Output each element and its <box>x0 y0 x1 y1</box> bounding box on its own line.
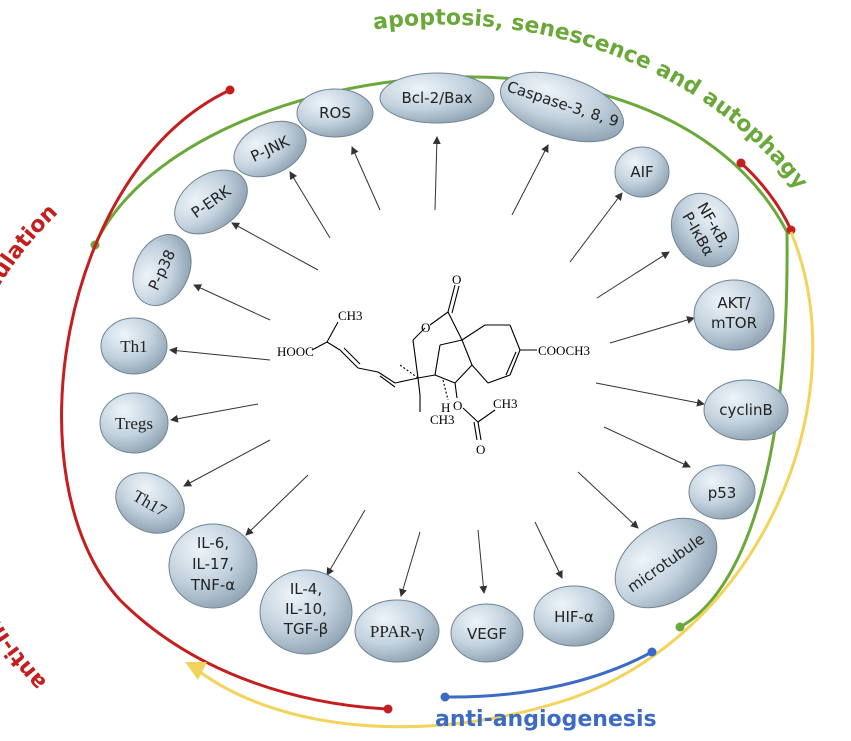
arrow-th1 <box>169 346 271 361</box>
molecule-o-carbonyl: O <box>476 442 485 457</box>
node-cyclinb-label: cyclinB <box>719 401 773 419</box>
blue-arc-start-dot <box>440 692 450 702</box>
node-akt-label-2: mTOR <box>711 314 757 332</box>
yellow-arc-arrowhead <box>185 662 207 680</box>
node-il6-label-2: IL-17, <box>192 555 234 573</box>
green-arc <box>93 75 789 629</box>
node-ros: ROS <box>296 88 374 138</box>
node-tregs: Tregs <box>99 392 169 454</box>
node-ppar: PPAR-γ <box>354 599 440 663</box>
arrow-pp38 <box>193 284 271 321</box>
yellow-arc <box>199 231 815 729</box>
arrow-microtubule <box>577 471 639 529</box>
arrow-th17 <box>183 439 271 487</box>
arrow-il4 <box>326 509 366 576</box>
central-molecule <box>311 284 537 441</box>
node-pp38: P-p38 <box>132 234 192 306</box>
node-vegf: VEGF <box>450 603 524 663</box>
node-il6-label-1: IL-6, <box>197 534 229 552</box>
red-arc-small <box>739 161 793 231</box>
node-aif-label: AIF <box>630 163 653 181</box>
node-hif: HIF-α <box>533 585 615 647</box>
red-arc-end-dot <box>383 704 393 714</box>
node-hif-label: HIF-α <box>554 608 594 626</box>
arrow-pjnk <box>289 171 331 239</box>
node-il6: IL-6, IL-17, TNF-α <box>168 523 258 609</box>
arrow-hif <box>534 521 563 579</box>
node-aif: AIF <box>614 146 670 198</box>
inflammation-label: anti-inflammation and immunomodulation <box>0 200 63 695</box>
node-p53: p53 <box>688 464 756 520</box>
blue-arc <box>444 650 653 699</box>
arrow-akt <box>609 316 695 344</box>
node-th1: Th1 <box>100 317 168 375</box>
node-caspase: Caspase-3, 8, 9 <box>499 71 625 143</box>
red-arc-small-start-dot <box>736 158 746 168</box>
node-perk: P-ERK <box>174 169 248 235</box>
red-arc <box>60 88 389 711</box>
node-vegf-label: VEGF <box>467 625 507 643</box>
red-arc-small-end-dot <box>786 225 796 235</box>
arrow-cyclinb <box>595 382 705 407</box>
node-il4-label-1: IL-4, <box>290 580 322 598</box>
node-nfkb: NF-κB, P-IκBα <box>670 192 740 268</box>
arrow-ppar <box>399 531 421 597</box>
node-tregs-label: Tregs <box>115 414 153 433</box>
molecule-h: H <box>441 400 450 415</box>
node-p53-label: p53 <box>708 484 737 502</box>
arrow-perk <box>231 222 319 271</box>
molecule-ch3-acetyl: CH3 <box>493 396 518 411</box>
node-il4-label-3: TGF-β <box>283 620 328 638</box>
molecule-cooch3: COOCH3 <box>538 343 590 358</box>
node-il6-label-3: TNF-α <box>190 576 235 594</box>
arrow-nfkb <box>596 251 670 299</box>
node-bcl2-bax: Bcl-2/Bax <box>379 72 495 124</box>
molecule-labels: CH3 HOOC COOCH3 O O O O CH3 H CH3 <box>277 272 590 457</box>
pathway-arcs <box>60 75 815 729</box>
molecule-o-top: O <box>452 272 461 287</box>
node-th17: Th17 <box>115 472 185 534</box>
arrow-caspase <box>511 144 549 216</box>
arrow-aif <box>569 192 623 263</box>
node-th1-label: Th1 <box>120 337 147 356</box>
node-il4: IL-4, IL-10, TGF-β <box>259 569 353 655</box>
arrow-bcl2-bax <box>432 136 441 211</box>
blue-arc-end-dot <box>647 647 657 657</box>
molecule-ch3-bottom: CH3 <box>430 412 455 427</box>
arrow-il6 <box>245 474 309 536</box>
arrow-p53 <box>603 426 691 468</box>
node-akt: AKT/ mTOR <box>693 279 775 351</box>
node-bcl2-bax-label: Bcl-2/Bax <box>401 89 472 107</box>
node-ppar-label: PPAR-γ <box>370 622 425 641</box>
molecule-ch3-top: CH3 <box>338 308 363 323</box>
molecule-o-acetate: O <box>453 398 462 413</box>
node-il4-label-2: IL-10, <box>285 600 327 618</box>
node-akt-label-1: AKT/ <box>717 294 751 312</box>
arrow-vegf <box>477 529 488 594</box>
red-arc-start-dot <box>225 85 235 95</box>
molecule-o-ring: O <box>421 320 430 335</box>
nodes: ROS Bcl-2/Bax Caspase-3, 8, 9 AIF NF-κB,… <box>99 71 789 663</box>
green-arc-end-dot <box>675 622 685 632</box>
angiogenesis-label: anti-angiogenesis <box>435 707 657 732</box>
node-microtubule: microtubule <box>614 517 718 609</box>
node-cyclinb: cyclinB <box>703 379 789 441</box>
arrow-tregs <box>170 403 259 423</box>
node-pjnk: P-JNK <box>233 120 307 178</box>
arrows <box>169 136 705 597</box>
node-ros-label: ROS <box>319 104 351 122</box>
molecule-hooc: HOOC <box>277 344 314 359</box>
arrow-ros <box>351 146 381 211</box>
